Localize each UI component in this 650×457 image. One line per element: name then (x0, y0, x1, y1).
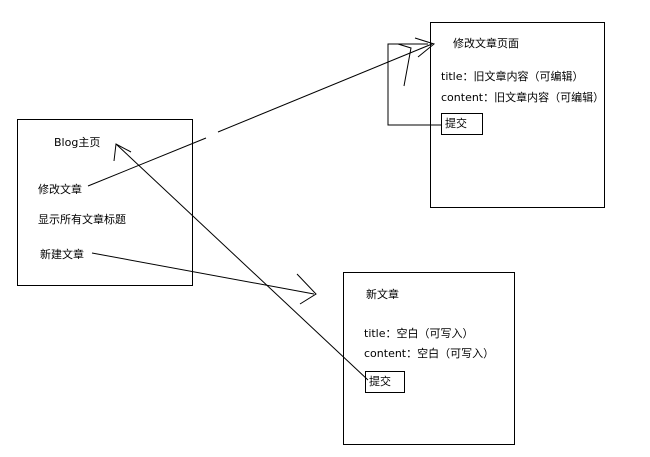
new-page-box (343, 272, 515, 445)
new-arrow-head (296, 273, 317, 305)
new-submit-return-line (115, 143, 369, 381)
edit-title-field[interactable]: title：旧文章内容（可编辑） (441, 70, 584, 83)
edit-arrow-line-1 (87, 137, 207, 187)
new-page-title: 新文章 (366, 288, 399, 301)
blog-home-title: Blog主页 (54, 136, 101, 149)
all-titles-text: 显示所有文章标题 (38, 213, 126, 226)
edit-submit-loop-stroke (397, 43, 412, 87)
blog-home-box (17, 119, 193, 286)
edit-content-field[interactable]: content：旧文章内容（可编辑） (441, 91, 605, 104)
edit-submit-loop-line (387, 43, 441, 126)
new-submit-button[interactable]: 提交 (365, 371, 405, 393)
edit-arrow-head (414, 37, 436, 58)
edit-page-title: 修改文章页面 (453, 37, 519, 50)
new-arrow-line (91, 252, 315, 295)
edit-page-box (430, 22, 605, 208)
new-title-field[interactable]: title：空白（可写入） (364, 327, 474, 340)
edit-arrow-line-2 (217, 43, 433, 133)
new-submit-return-head (113, 143, 132, 162)
new-content-field[interactable]: content：空白（可写入） (364, 347, 495, 360)
edit-submit-button[interactable]: 提交 (441, 113, 483, 135)
edit-article-link[interactable]: 修改文章 (38, 183, 82, 196)
new-article-link[interactable]: 新建文章 (40, 248, 84, 261)
